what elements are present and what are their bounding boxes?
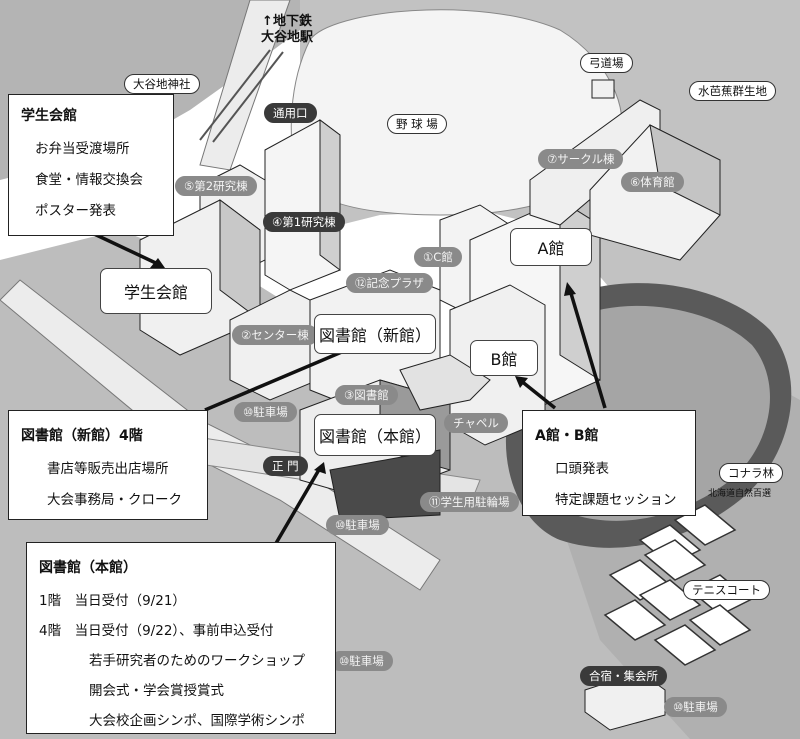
- parking-10d-label: ⑩駐車場: [664, 697, 727, 717]
- circle-label: ⑦サークル棟: [538, 149, 624, 169]
- bike-parking-label: ⑪学生用駐輪場: [420, 492, 519, 512]
- konara-label: コナラ林: [719, 463, 783, 483]
- gakusei-info-line: お弁当受渡場所: [35, 141, 130, 157]
- toshokan-shin-info-title: 図書館（新館）4階: [21, 428, 143, 444]
- gakusei-kaikan-callout: 学生会館: [100, 268, 212, 314]
- toshokan-hon-info-line: 開会式・学会賞授賞式: [89, 683, 224, 699]
- tosho-small-label: ③図書館: [335, 385, 398, 405]
- toshokan-shin-info-line: 大会事務局・クローク: [47, 492, 182, 508]
- ab-kan-info-title: A館・B館: [535, 428, 599, 444]
- gakusei-info-line: ポスター発表: [35, 203, 116, 219]
- center-label: ②センター棟: [232, 325, 318, 345]
- toshokan-hon-info-line: 1階 当日受付（9/21）: [39, 593, 186, 609]
- tennis-courts: [603, 504, 752, 666]
- ab-kan-info-line: 口頭発表: [555, 461, 609, 477]
- toshokan-shin-info-box: 図書館（新館）4階 書店等販売出店場所 大会事務局・クローク: [8, 410, 208, 520]
- railway: [199, 49, 284, 143]
- parking-10b-label: ⑩駐車場: [326, 515, 389, 535]
- toshokan-shin-info-line: 書店等販売出店場所: [47, 461, 169, 477]
- parking-10a-label: ⑩駐車場: [234, 402, 297, 422]
- road-main: [0, 279, 441, 591]
- baseball-label: 野 球 場: [387, 114, 447, 134]
- dai1-label: ④第1研究棟: [263, 212, 345, 232]
- konara-sub-label: 北海道自然百選: [708, 489, 772, 499]
- ab-kan-info-box: A館・B館 口頭発表 特定課題セッション: [522, 410, 696, 516]
- toshokan-hon-callout: 図書館（本館）: [314, 414, 436, 456]
- gasshuku-label: 合宿・集会所: [580, 666, 667, 686]
- toshokan-hon-info-line: 若手研究者のためのワークショップ: [89, 653, 305, 669]
- dai2-label: ⑤第2研究棟: [175, 176, 257, 196]
- subway-label: ↑地下鉄 大谷地駅: [261, 14, 314, 45]
- tsuyoguchi-label: 通用口: [264, 103, 317, 123]
- toshokan-shin-callout: 図書館（新館）: [314, 314, 436, 354]
- chapel-label: チャペル: [444, 413, 508, 433]
- c-kan-label: ①C館: [414, 247, 462, 267]
- kyudojo-label: 弓道場: [580, 53, 633, 73]
- parking-10c-label: ⑩駐車場: [330, 651, 393, 671]
- main-gate-label: 正 門: [263, 456, 308, 476]
- gakusei-info-line: 食堂・情報交換会: [35, 172, 143, 188]
- kinen-plaza-label: ⑫記念プラザ: [346, 273, 433, 293]
- gakusei-info-box: 学生会館 お弁当受渡場所 食堂・情報交換会 ポスター発表: [8, 94, 174, 236]
- b-kan-callout: B館: [470, 340, 538, 376]
- toshokan-hon-info-line: 大会校企画シンポ、国際学術シンポ: [89, 713, 305, 729]
- ab-kan-info-line: 特定課題セッション: [555, 492, 677, 508]
- toshokan-hon-info-box: 図書館（本館） 1階 当日受付（9/21） 4階 当日受付（9/22）、事前申込…: [26, 542, 336, 734]
- tennis-label: テニスコート: [683, 580, 770, 600]
- gakusei-info-title: 学生会館: [21, 108, 77, 124]
- mizubasho-label: 水芭蕉群生地: [689, 81, 776, 101]
- shrine-label: 大谷地神社: [124, 74, 200, 94]
- taiikukan-label: ⑥体育館: [621, 172, 684, 192]
- a-kan-callout: A館: [510, 228, 592, 266]
- toshokan-hon-info-title: 図書館（本館）: [39, 560, 137, 576]
- toshokan-hon-info-line: 4階 当日受付（9/22）、事前申込受付: [39, 623, 274, 639]
